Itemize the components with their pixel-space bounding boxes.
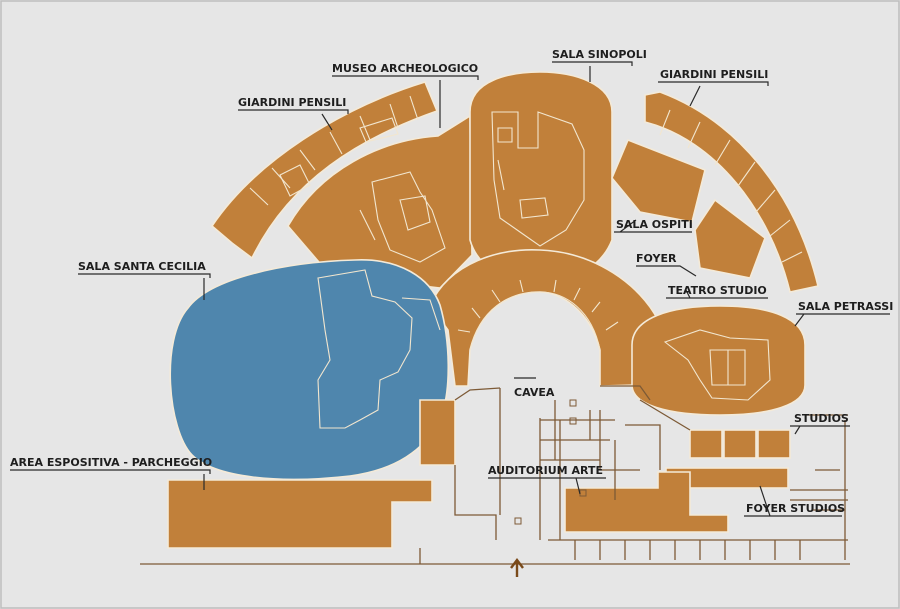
label-foyer-studios: FOYER STUDIOS — [746, 502, 845, 515]
label-area-espositiva: AREA ESPOSITIVA - PARCHEGGIO — [10, 456, 212, 469]
sala-petrassi-building[interactable] — [631, 305, 806, 416]
label-giardini-pensili-right: GIARDINI PENSILI — [660, 68, 768, 81]
arrow-up-icon — [510, 558, 524, 577]
auditorium-arte-building[interactable] — [564, 471, 729, 533]
leader-lines — [10, 61, 890, 517]
giardini-pensili-left-building[interactable] — [210, 81, 439, 260]
service-block-west[interactable] — [419, 399, 456, 466]
label-museo-archeologico: MUSEO ARCHEOLOGICO — [332, 62, 478, 75]
label-studios: STUDIOS — [794, 412, 849, 425]
label-cavea: CAVEA — [514, 386, 555, 399]
label-foyer: FOYER — [636, 252, 677, 265]
label-auditorium-arte: AUDITORIUM ARTE — [488, 464, 603, 477]
label-giardini-pensili-left: GIARDINI PENSILI — [238, 96, 346, 109]
sala-santa-cecilia-building[interactable] — [169, 259, 450, 481]
label-teatro-studio: TEATRO STUDIO — [668, 284, 767, 297]
area-espositiva-building[interactable] — [167, 479, 433, 549]
giardini-pensili-right-building[interactable] — [644, 91, 819, 293]
sala-ospiti-building[interactable] — [611, 138, 766, 279]
label-sala-santa-cecilia: SALA SANTA CECILIA — [78, 260, 206, 273]
label-sala-sinopoli: SALA SINOPOLI — [552, 48, 647, 61]
label-sala-ospiti: SALA OSPITI — [616, 218, 693, 231]
walkways — [140, 385, 850, 565]
label-sala-petrassi: SALA PETRASSI — [798, 300, 893, 313]
